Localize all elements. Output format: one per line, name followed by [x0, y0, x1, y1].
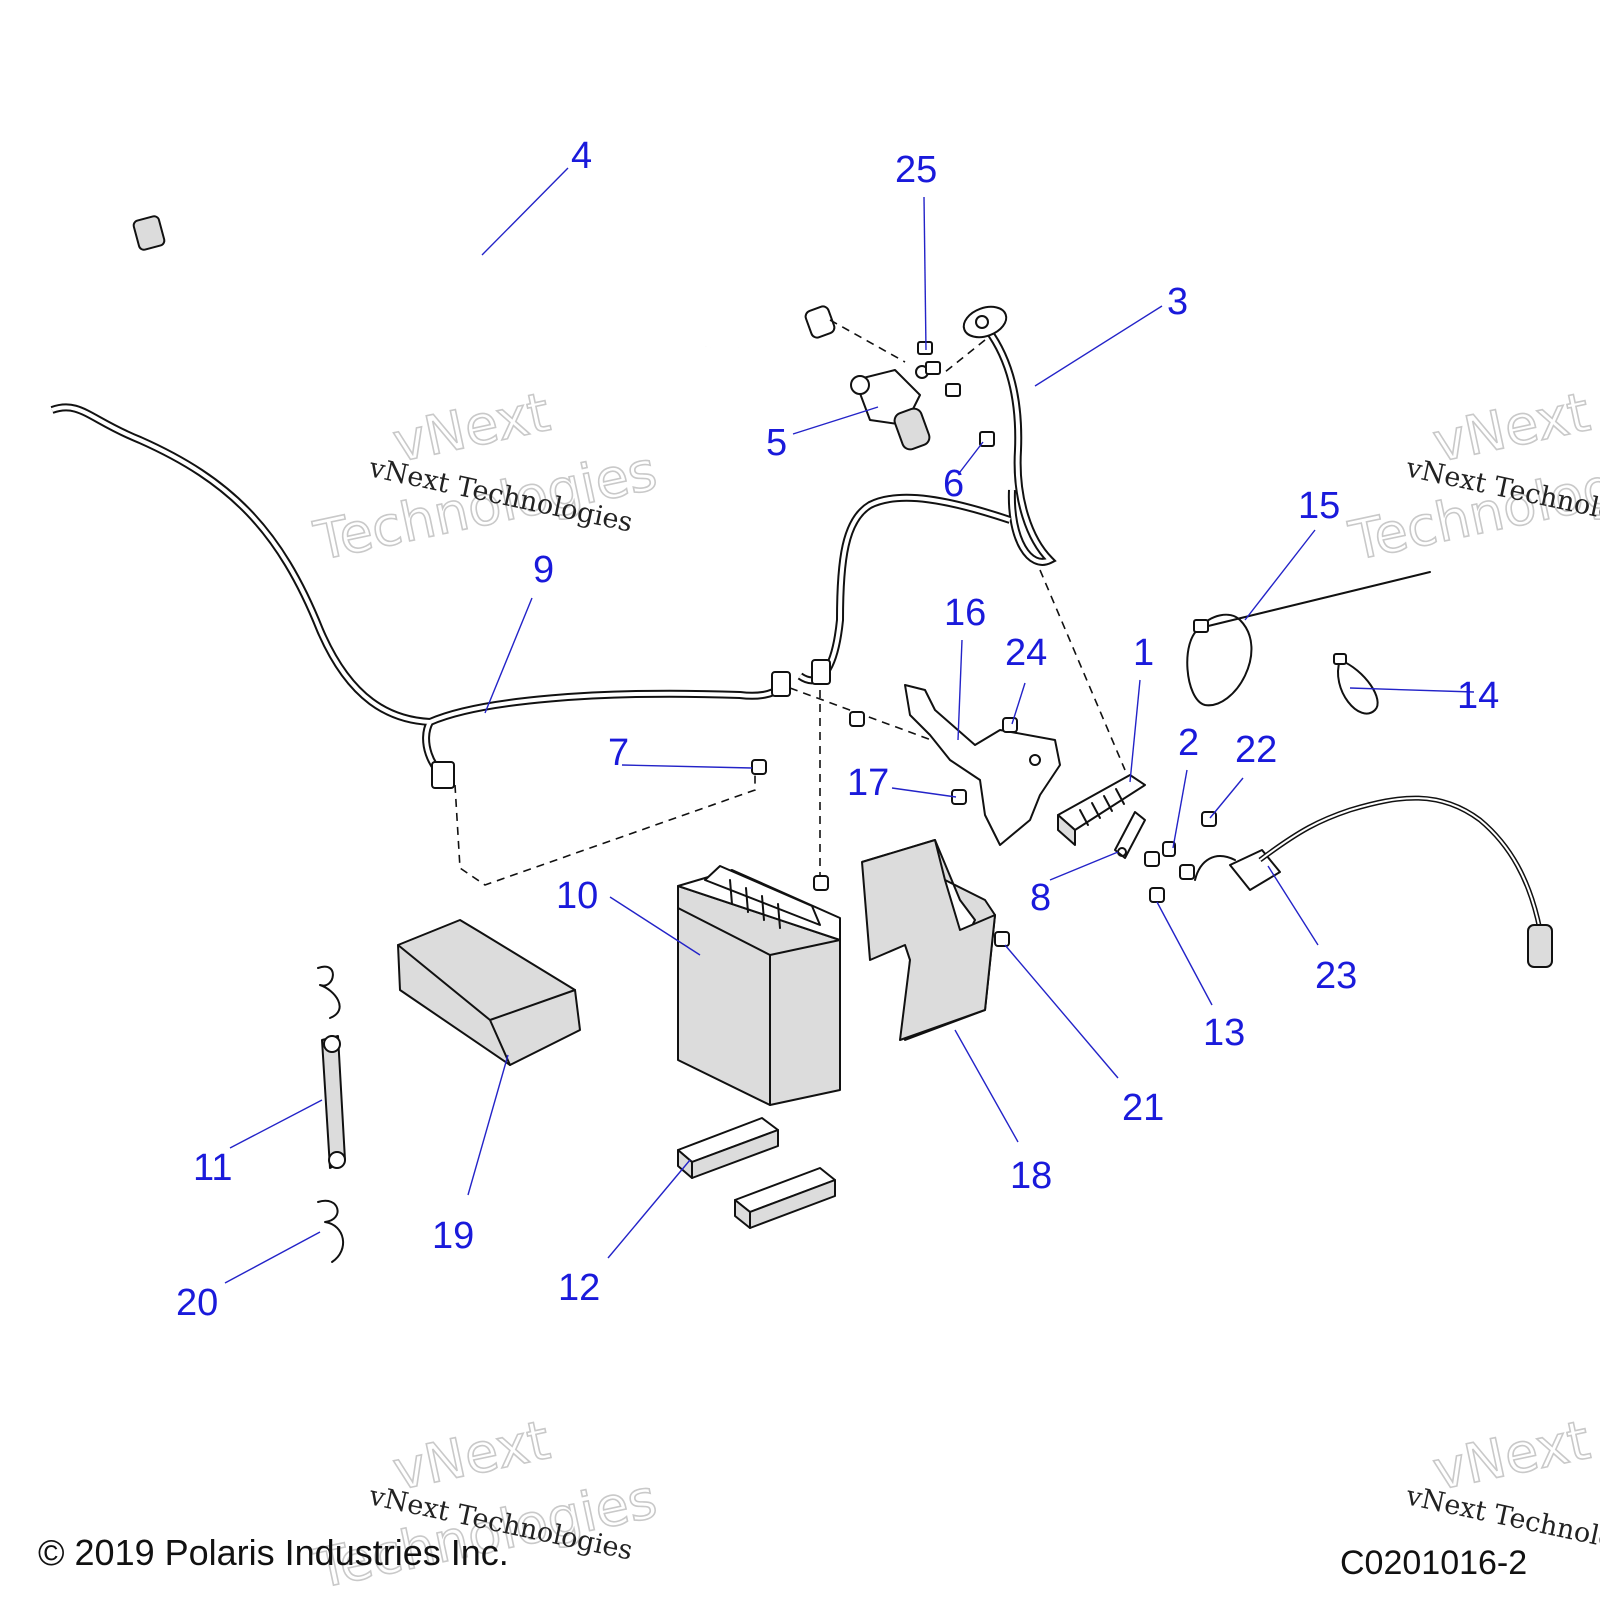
callout-9: 9 [533, 549, 554, 591]
part-cable-3 [962, 305, 1057, 566]
part-cable-tie-15 [1186, 571, 1431, 707]
callout-1: 1 [1133, 632, 1154, 674]
part-screw-10 [813, 875, 829, 891]
part-washer-2 [1162, 841, 1176, 857]
callout-15: 15 [1298, 485, 1340, 527]
dashed-connection-lines [454, 319, 1126, 886]
part-foam-blocks-12 [677, 1117, 836, 1229]
part-strap-8 [1114, 811, 1146, 859]
callout-12: 12 [558, 1267, 600, 1309]
part-fasteners [751, 711, 1217, 947]
callout-8: 8 [1030, 877, 1051, 919]
part-clips-20 [317, 965, 345, 1263]
watermark-large-line1: vNext [1428, 380, 1595, 474]
part-screw-13a [1179, 864, 1195, 880]
callout-5: 5 [766, 422, 787, 464]
callout-17: 17 [847, 762, 889, 804]
callout-11: 11 [193, 1147, 232, 1189]
part-nuts-25 [917, 341, 961, 397]
part-strap-11 [321, 1035, 346, 1169]
callout-6: 6 [943, 463, 964, 505]
watermark-top-left: vNext Technologies vNext Technologies [308, 379, 663, 573]
part-screw-8a [1144, 851, 1160, 867]
part-battery-10 [677, 865, 841, 1106]
callout-14: 14 [1457, 675, 1499, 717]
callout-24: 24 [1005, 632, 1047, 674]
watermark-large-line1: vNext [1428, 1408, 1595, 1502]
part-terminal-block-1 [1057, 774, 1146, 846]
watermark-bottom-right: vNext vNext Technologies [1403, 1407, 1600, 1566]
callout-20: 20 [176, 1282, 218, 1324]
callout-22: 22 [1235, 729, 1277, 771]
part-screw-21 [994, 931, 1010, 947]
callout-numbers: 1 2 3 4 5 6 7 8 9 10 11 12 13 14 15 16 1… [176, 135, 1499, 1324]
callout-16: 16 [944, 592, 986, 634]
part-screw-17a [849, 711, 865, 727]
part-harness-23 [1194, 795, 1553, 968]
part-nut-6 [979, 431, 995, 447]
callout-3: 3 [1167, 281, 1188, 323]
part-screw-13 [1149, 887, 1165, 903]
watermark-top-right: vNext Technologies vNext Technologies [1343, 379, 1600, 573]
part-screw-7 [751, 759, 767, 775]
callout-10: 10 [556, 875, 598, 917]
diagram-code: C0201016-2 [1340, 1544, 1528, 1582]
leader-lines [224, 167, 1475, 1284]
part-solenoid-5 [850, 365, 931, 451]
callout-13: 13 [1203, 1012, 1245, 1054]
part-cable-tie-14 [1333, 653, 1379, 715]
part-shield-18 [861, 839, 996, 1041]
callout-18: 18 [1010, 1155, 1052, 1197]
callout-21: 21 [1122, 1087, 1164, 1129]
part-cable-4 [132, 189, 836, 349]
copyright-text: © 2019 Polaris Industries Inc. [38, 1532, 509, 1573]
part-bracket-16 [904, 684, 1061, 846]
callout-19: 19 [432, 1215, 474, 1257]
part-pad-19 [397, 919, 581, 1066]
callout-23: 23 [1315, 955, 1357, 997]
callout-7: 7 [608, 732, 629, 774]
part-nut-24 [1002, 717, 1018, 733]
part-cable-9 [50, 403, 1012, 789]
callout-25: 25 [895, 149, 937, 191]
callout-2: 2 [1178, 722, 1199, 764]
callout-4: 4 [571, 135, 592, 177]
